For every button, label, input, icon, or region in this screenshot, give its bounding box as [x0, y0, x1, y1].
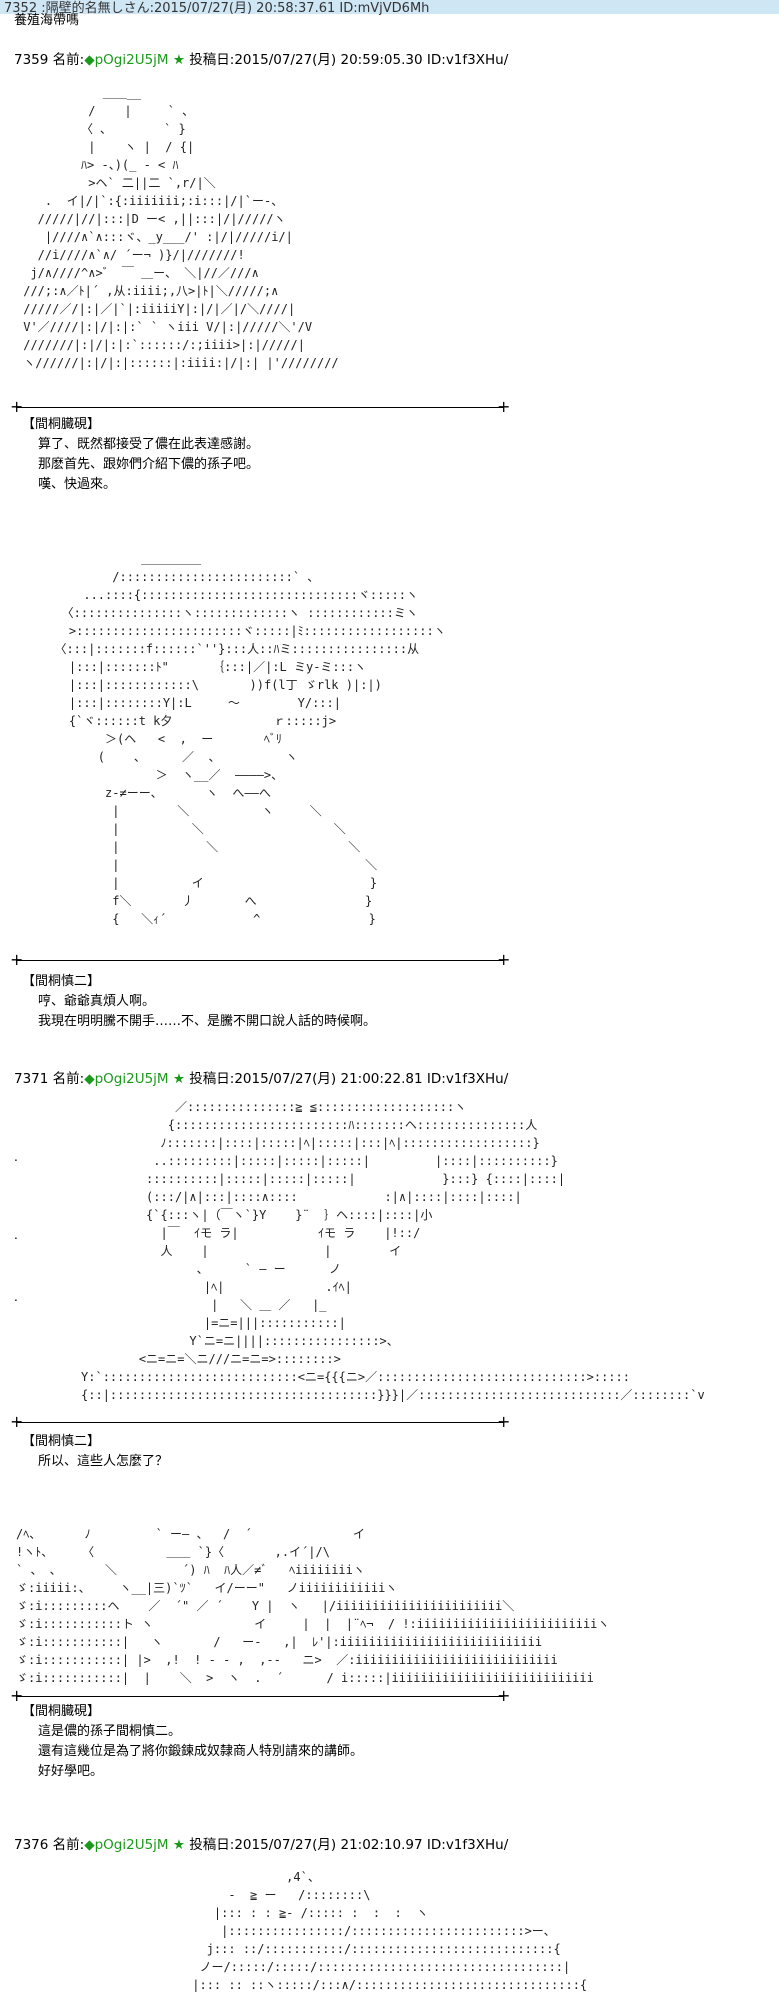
- rule-plus-right: +: [497, 1686, 511, 1705]
- dialogue-line: 這是儂的孫子間桐慎二。: [38, 1724, 182, 1739]
- post-number[interactable]: 7371: [14, 1071, 49, 1087]
- star-icon: ★: [172, 1071, 185, 1087]
- speaker-name: 【間桐慎二】: [22, 974, 101, 989]
- dialogue-line: 我現在明明騰不開手……不、是騰不開口說人話的時候啊。: [38, 1014, 377, 1029]
- tripcode: ◆pOgi2U5jM: [84, 1837, 169, 1853]
- rule-plus-left: +: [10, 1686, 24, 1705]
- prev-post-header: 7352 :隔壁的名無しさん:2015/07/27(月) 20:58:37.61…: [4, 1, 430, 16]
- post-number[interactable]: 7359: [14, 52, 49, 68]
- margin-dot: .: [14, 1150, 18, 1164]
- star-icon: ★: [172, 1837, 185, 1853]
- post-number[interactable]: 7376: [14, 1837, 49, 1853]
- post-datetime: 2015/07/27(月) 21:00:22.81: [234, 1071, 423, 1087]
- ascii-art: ,4`、 - ≧ ー /::::::::\ |::: : : ≧- /:::::…: [192, 1870, 588, 1992]
- rule-plus-left: +: [10, 1412, 24, 1431]
- dialogue-line: 那麽首先、跟妳們介紹下儂的孫子吧。: [38, 457, 260, 472]
- margin-dot: .: [14, 1228, 18, 1242]
- post-header: 7371 名前:◆pOgi2U5jM ★ 投稿日:2015/07/27(月) 2…: [14, 1070, 508, 1088]
- margin-dot: .: [14, 1290, 18, 1304]
- post-header: 7376 名前:◆pOgi2U5jM ★ 投稿日:2015/07/27(月) 2…: [14, 1836, 508, 1854]
- name-label: 名前:: [52, 1071, 85, 1087]
- speaker-name: 【間桐臓硯】: [22, 417, 101, 432]
- ascii-art: /ﾍ、 ﾉ ` ー― 、 / ´ イ !ヽﾄ、 〈 ＿＿ `}〈 ,.イ´|/\…: [16, 1527, 610, 1685]
- divider-rule: [16, 407, 504, 408]
- rule-plus-left: +: [10, 397, 24, 416]
- post-id[interactable]: ID:v1f3XHu/: [426, 1071, 509, 1087]
- dialogue-line: 嘆、快過來。: [38, 477, 117, 492]
- star-icon: ★: [172, 52, 185, 68]
- tripcode: ◆pOgi2U5jM: [84, 52, 169, 68]
- speaker-name: 【間桐慎二】: [22, 1434, 101, 1449]
- top-bar: 7352 :隔壁的名無しさん:2015/07/27(月) 20:58:37.61…: [0, 0, 779, 16]
- prev-post-body: 養殖海帶嗎: [14, 13, 80, 28]
- dialogue-line: 哼、爺爺真煩人啊。: [38, 994, 156, 1009]
- post-datetime: 2015/07/27(月) 21:02:10.97: [234, 1837, 423, 1853]
- date-label: 投稿日:: [189, 52, 235, 68]
- rule-plus-right: +: [497, 397, 511, 416]
- dialogue-line: 還有這幾位是為了將你鍛鍊成奴隸商人特別請來的講師。: [38, 1744, 364, 1759]
- rule-plus-right: +: [497, 950, 511, 969]
- divider-rule: [16, 1696, 504, 1697]
- date-label: 投稿日:: [189, 1071, 235, 1087]
- name-label: 名前:: [52, 52, 85, 68]
- tripcode: ◆pOgi2U5jM: [84, 1071, 169, 1087]
- dialogue-line: 好好學吧。: [38, 1764, 104, 1779]
- post-id[interactable]: ID:v1f3XHu/: [426, 1837, 509, 1853]
- speaker-name: 【間桐臓硯】: [22, 1704, 101, 1719]
- date-label: 投稿日:: [189, 1837, 235, 1853]
- divider-rule: [16, 1422, 504, 1423]
- rule-plus-right: +: [497, 1412, 511, 1431]
- rule-plus-left: +: [10, 950, 24, 969]
- name-label: 名前:: [52, 1837, 85, 1853]
- ascii-art: ＿＿__ / | ` 、 〈 ､ ` } | ヽ | / {| ﾊ> -、)(_…: [23, 86, 339, 370]
- ascii-art: ＿＿＿＿＿ /::::::::::::::::::::::::` 、 ...::…: [54, 552, 446, 926]
- post-datetime: 2015/07/27(月) 20:59:05.30: [234, 52, 423, 68]
- post-header: 7359 名前:◆pOgi2U5jM ★ 投稿日:2015/07/27(月) 2…: [14, 51, 508, 69]
- divider-rule: [16, 960, 504, 961]
- dialogue-line: 所以、這些人怎麼了？: [38, 1454, 169, 1469]
- post-id[interactable]: ID:v1f3XHu/: [426, 52, 509, 68]
- ascii-art: ／:::::::::::::::≧ ≦:::::::::::::::::::ヽ …: [81, 1100, 705, 1402]
- dialogue-line: 算了、既然都接受了儂在此表達感謝。: [38, 437, 260, 452]
